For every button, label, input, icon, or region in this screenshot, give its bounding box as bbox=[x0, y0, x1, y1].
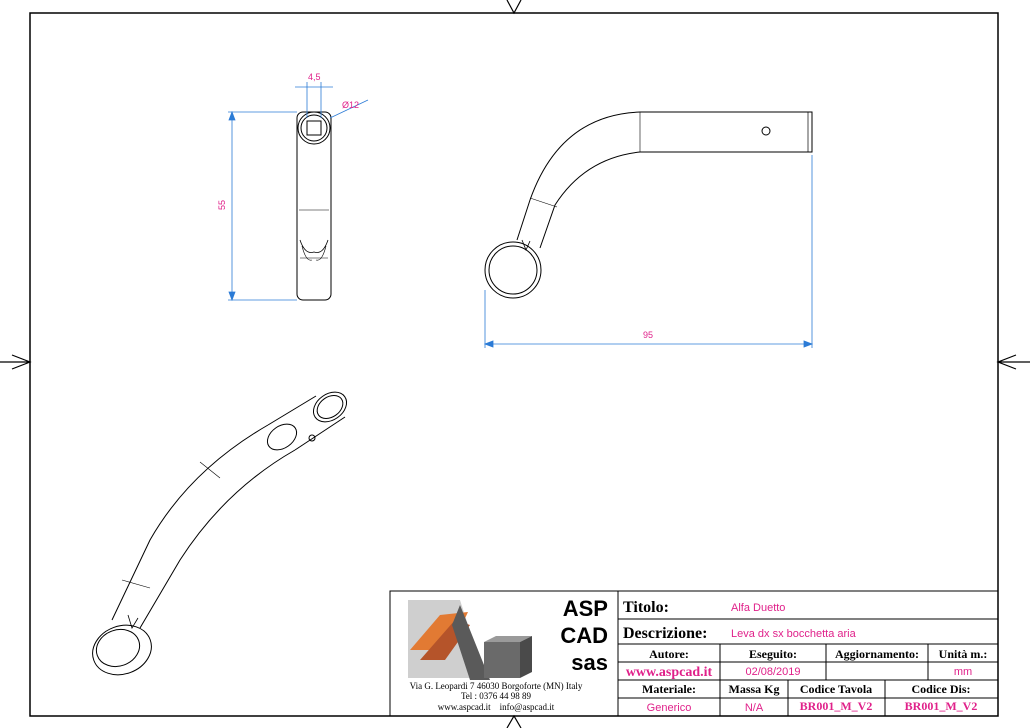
isometric-view bbox=[92, 391, 348, 676]
unita-label: Unità m.: bbox=[939, 647, 988, 661]
aggiornamento-label: Aggiornamento: bbox=[835, 647, 919, 661]
side-view bbox=[296, 111, 332, 301]
massa-value: N/A bbox=[745, 702, 764, 714]
dimension-width: 4,5 bbox=[308, 72, 321, 82]
side-view-dimensions bbox=[228, 82, 369, 302]
logo-line-sas: sas bbox=[571, 650, 608, 675]
codice-dis-label: Codice Dis: bbox=[912, 682, 971, 696]
descrizione-value: Leva dx sx bocchetta aria bbox=[731, 628, 857, 640]
dimension-diameter: Ø12 bbox=[342, 100, 359, 110]
logo-line-asp: ASP bbox=[563, 596, 608, 621]
dimension-length: 95 bbox=[643, 330, 653, 340]
logo-line-cad: CAD bbox=[560, 623, 608, 648]
massa-label: Massa Kg bbox=[729, 682, 780, 696]
descrizione-label: Descrizione: bbox=[623, 625, 707, 642]
top-view-dimensions bbox=[483, 155, 814, 348]
autore-label: Autore: bbox=[649, 647, 689, 661]
codice-tavola-value: BR001_M_V2 bbox=[800, 699, 873, 713]
materiale-value: Generico bbox=[647, 702, 692, 714]
codice-tavola-label: Codice Tavola bbox=[800, 682, 872, 696]
materiale-label: Materiale: bbox=[642, 682, 696, 696]
dimension-height: 55 bbox=[217, 200, 227, 210]
titolo-label: Titolo: bbox=[623, 599, 669, 616]
aspcad-logo bbox=[408, 600, 532, 680]
eseguito-value: 02/08/2019 bbox=[745, 666, 800, 678]
eseguito-label: Eseguito: bbox=[749, 647, 797, 661]
titolo-value: Alfa Duetto bbox=[731, 602, 785, 614]
top-view bbox=[484, 111, 813, 299]
sheet-border bbox=[29, 12, 999, 717]
company-phone: Tel : 0376 44 98 89 bbox=[461, 691, 532, 701]
codice-dis-value: BR001_M_V2 bbox=[905, 699, 978, 713]
company-address: Via G. Leopardi 7 46030 Borgoforte (MN) … bbox=[410, 681, 583, 691]
autore-value: www.aspcad.it bbox=[626, 665, 713, 680]
company-web-email: www.aspcad.it info@aspcad.it bbox=[438, 702, 555, 712]
unita-value: mm bbox=[954, 666, 972, 678]
title-block bbox=[389, 590, 999, 717]
